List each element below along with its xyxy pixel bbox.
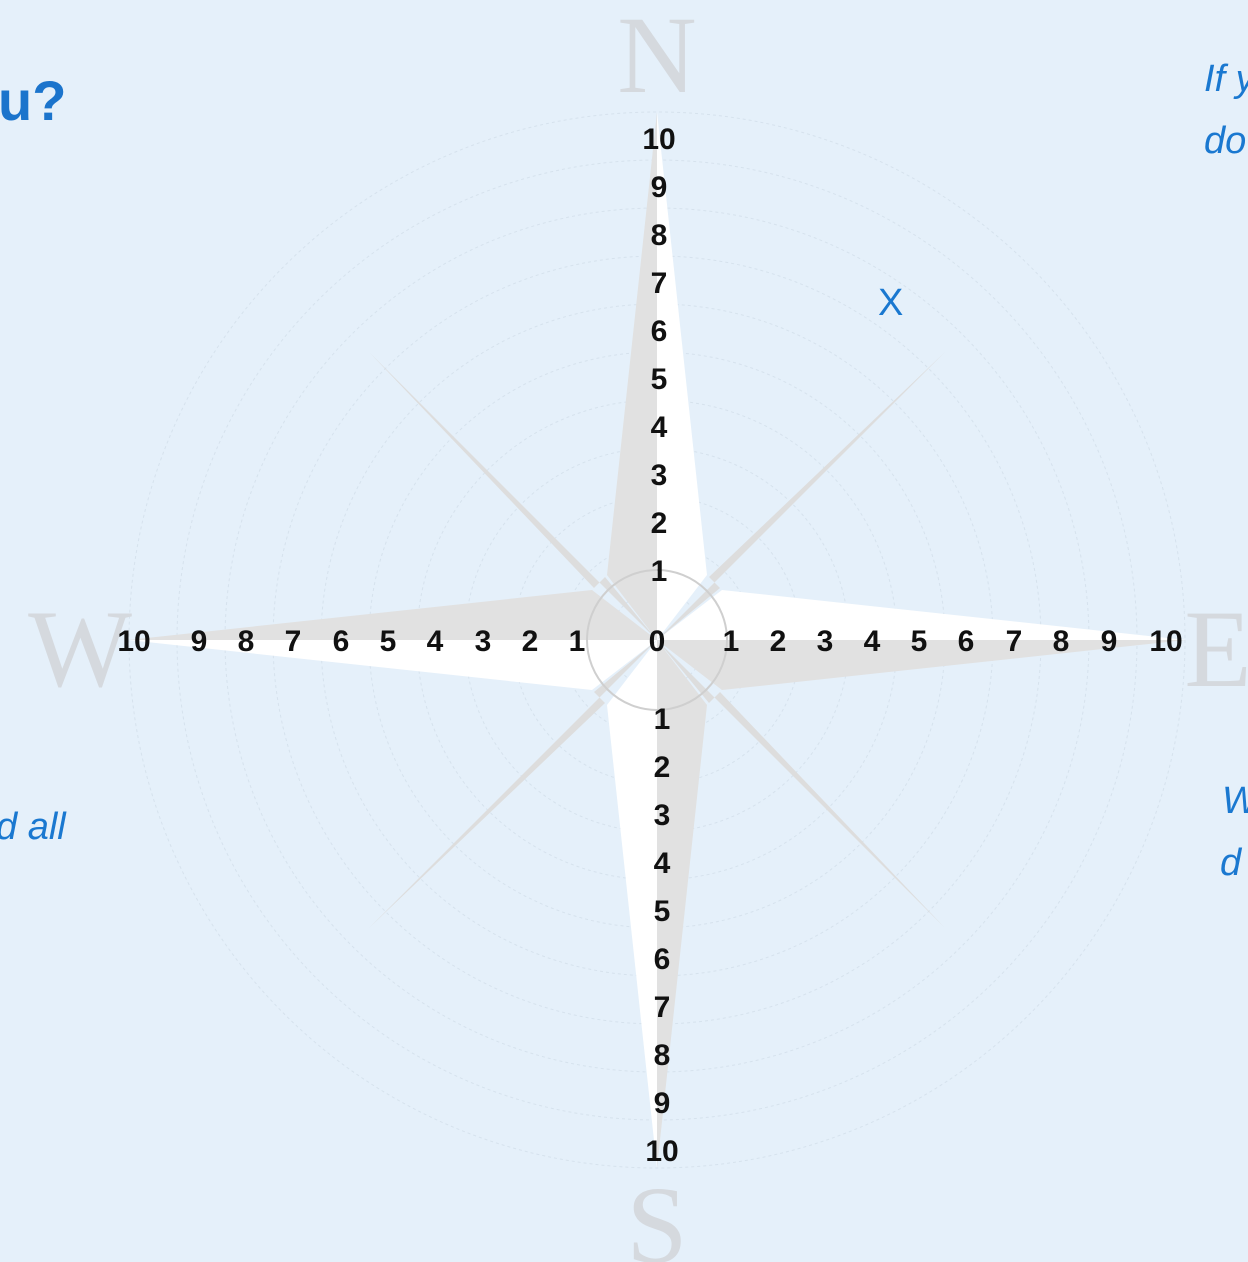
se-point [657, 640, 945, 928]
north-point-shade [607, 112, 657, 640]
south-letter: S [626, 1164, 687, 1262]
nw-point [369, 352, 657, 640]
sw-point [369, 640, 657, 928]
note-west-line1: d all [0, 806, 66, 849]
scale-label-east: 4 [864, 625, 881, 658]
scale-label-south: 6 [654, 943, 671, 976]
scale-label-west: 6 [333, 625, 350, 658]
scale-label-south: 2 [654, 751, 671, 784]
scale-label-south: 10 [645, 1135, 678, 1168]
note-north-east-line1: If y [1204, 58, 1248, 101]
ne-point [657, 352, 945, 640]
scale-label-north: 4 [651, 411, 668, 444]
south-point [607, 640, 657, 1168]
scale-label-east: 9 [1101, 625, 1118, 658]
note-south-east-line2: d [1220, 842, 1241, 885]
position-marker: X [878, 282, 903, 325]
scale-label-west: 2 [522, 625, 539, 658]
scale-label-north: 3 [651, 459, 668, 492]
scale-label-east: 3 [817, 625, 834, 658]
scale-label-east: 1 [723, 625, 740, 658]
scale-label-east: 5 [911, 625, 928, 658]
scale-label-south: 9 [654, 1087, 671, 1120]
north-letter: N [617, 0, 696, 116]
scale-label-south: 7 [654, 991, 671, 1024]
scale-label-east: 7 [1006, 625, 1023, 658]
scale-label-east: 2 [770, 625, 787, 658]
scale-label-west: 7 [285, 625, 302, 658]
scale-label-west: 8 [238, 625, 255, 658]
scale-label-north: 8 [651, 219, 668, 252]
scale-label-north: 5 [651, 363, 668, 396]
east-letter: E [1184, 588, 1248, 710]
scale-label-west: 3 [475, 625, 492, 658]
scale-label-north: 7 [651, 267, 668, 300]
scale-label-south: 1 [654, 703, 671, 736]
scale-label-west: 9 [191, 625, 208, 658]
scale-label-south: 8 [654, 1039, 671, 1072]
scale-label-south: 3 [654, 799, 671, 832]
scale-label-east: 10 [1149, 625, 1182, 658]
note-north-east-line2: do [1204, 120, 1246, 163]
scale-label-south: 5 [654, 895, 671, 928]
scale-label-center: 0 [649, 625, 666, 658]
scale-label-north: 2 [651, 507, 668, 540]
scale-label-west: 1 [569, 625, 586, 658]
scale-label-north: 9 [651, 171, 668, 204]
scale-label-north: 10 [642, 123, 675, 156]
scale-label-north: 1 [651, 555, 668, 588]
scale-label-east: 8 [1053, 625, 1070, 658]
note-south-east-line1: W [1222, 780, 1248, 823]
scale-label-north: 6 [651, 315, 668, 348]
page-title-fragment: u? [0, 68, 66, 133]
scale-label-west: 4 [427, 625, 444, 658]
scale-label-south: 4 [654, 847, 671, 880]
scale-label-west: 10 [117, 625, 150, 658]
scale-label-west: 5 [380, 625, 397, 658]
scale-label-east: 6 [958, 625, 975, 658]
